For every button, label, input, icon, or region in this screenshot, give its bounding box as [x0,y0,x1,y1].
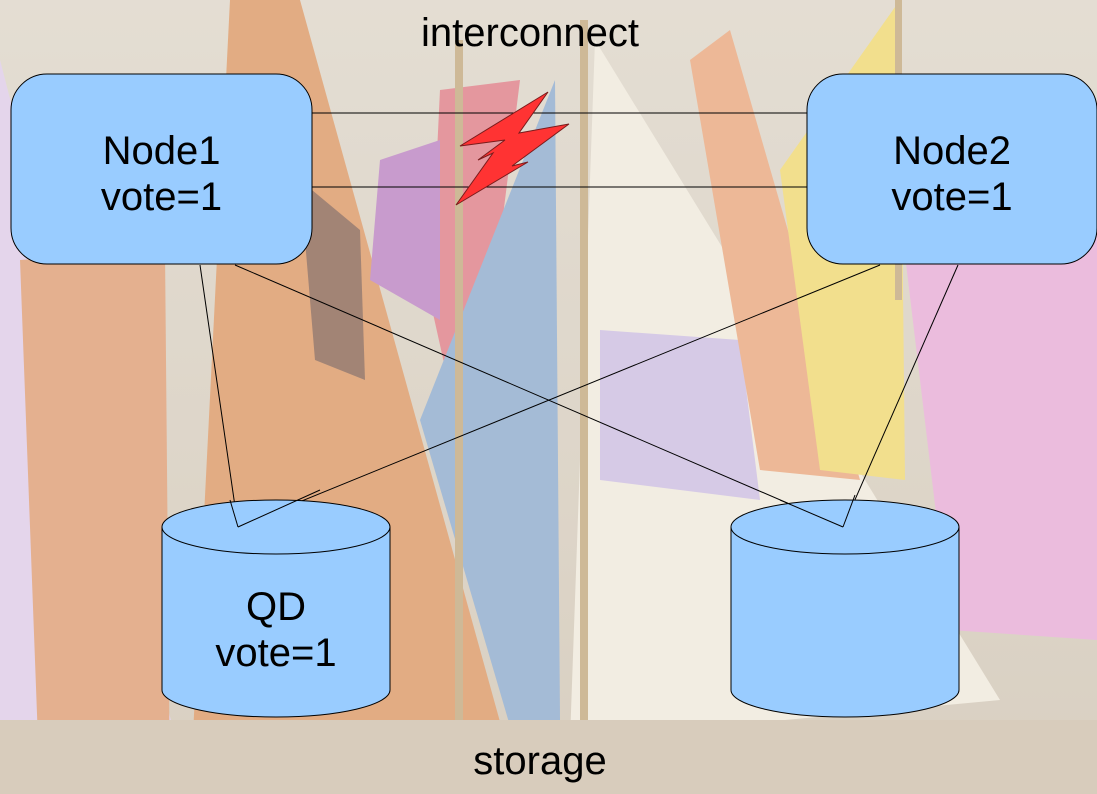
node2-to-qd-line [237,264,881,528]
storage-label: storage [473,739,607,783]
sail-purple [370,140,440,320]
node2-to-storage-line [842,264,959,528]
mast-2 [580,20,588,740]
qd-vote: vote=1 [215,631,337,675]
connections-over-disks [229,489,856,528]
node2-name: Node2 [893,129,1011,173]
interconnect-title: interconnect [421,11,639,55]
sail-dark-patch [300,180,365,380]
node1-to-storage-line [234,264,844,528]
ground [0,720,1097,794]
node1-name: Node1 [102,129,221,173]
node1-to-qd-line [199,264,239,528]
node1-box[interactable] [10,73,313,265]
mast-1 [455,40,463,740]
node1-vote: vote=1 [100,175,223,219]
sail-lavender-patch [600,330,760,500]
qd-name: QD [246,585,306,629]
storage-disk[interactable] [730,499,960,718]
connections [199,112,959,528]
lightning-bolt-icon [455,91,570,206]
sail-blue [420,80,560,760]
sail-orange-left [20,250,170,794]
node2-vote: vote=1 [891,175,1013,219]
qd-disk[interactable] [161,499,391,718]
node2-box[interactable] [806,73,1097,265]
